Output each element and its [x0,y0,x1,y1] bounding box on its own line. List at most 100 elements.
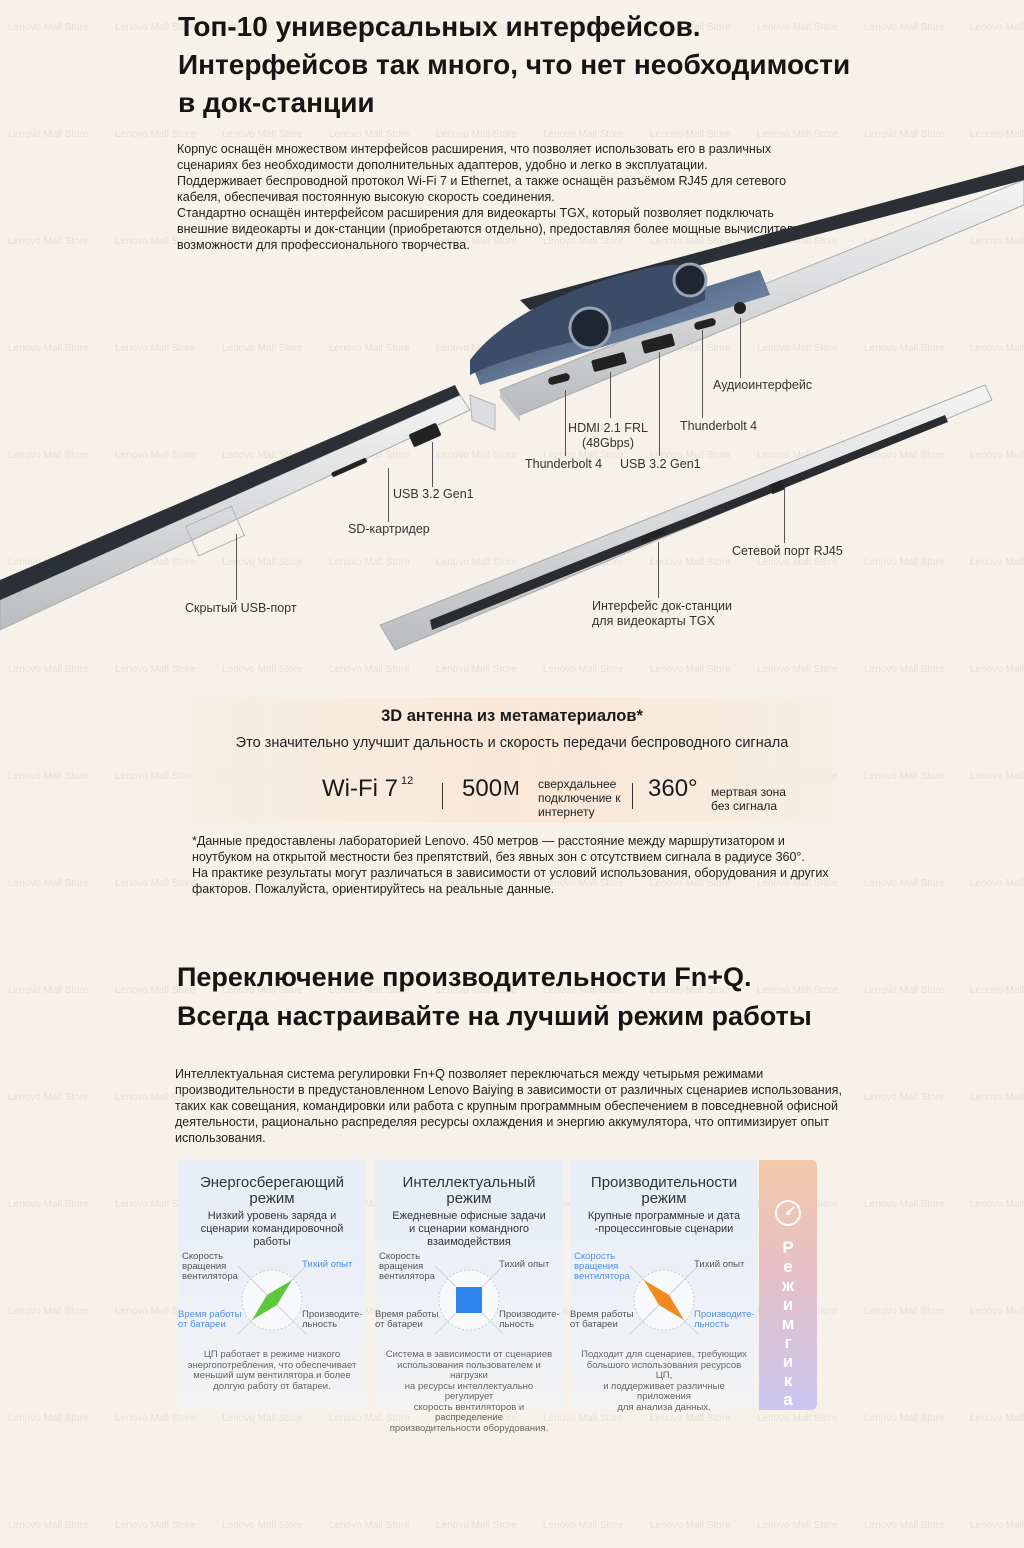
leader-line [236,534,237,600]
watermark-text: Lenovo Mall Store [115,664,196,675]
watermark-text: Lenovo Mall Store [650,1413,731,1424]
watermark-text: Lenovo Mall Store [864,1520,945,1531]
watermark-text: Lenovo Mall Store [757,557,838,568]
watermark-text: Lenovo Mall Store [543,664,624,675]
angle-description: мертвая зона без сигнала [711,785,786,813]
angle-desc-line: мертвая зона [711,785,786,799]
watermark-text: Lenovo Mall Store [222,557,303,568]
paragraph-line: Корпус оснащён множеством интерфейсов ра… [177,142,772,156]
paragraph-line: таких как совещания, командировки или ра… [175,1099,838,1113]
watermark-text: Lenovo Mall Store [543,878,624,889]
watermark-text: Lenovo Mall Store [543,985,624,996]
range-desc-line: подключение к [538,791,621,805]
mode-strip-letter: и [782,1352,794,1371]
watermark-text: Lenovo Mall Store [115,1306,196,1317]
spec-divider [632,783,633,809]
watermark-text: Lenovo Mall Store [970,22,1024,33]
range-spec: 500 M [462,775,520,803]
watermark-text: Lenovo Mall Store [543,1092,624,1103]
watermark-text: Lenovo Mall Store [222,1092,303,1103]
axis-battery-line: от батареи [570,1319,618,1330]
label-hdmi: HDMI 2.1 FRL (48Gbps) [565,421,651,451]
watermark-text: Lenovo Mall Store [757,1092,838,1103]
section1-paragraph: Корпус оснащён множеством интерфейсов ра… [177,141,857,253]
label-tgx-line: для видеокарты TGX [592,614,715,628]
watermark-text: Lenovo Mall Store [222,343,303,354]
angle-spec: 360° [648,775,698,803]
watermark-text: Lenovo Mall Store [115,557,196,568]
watermark-text: Lenovo Mall Store [650,1520,731,1531]
audio-jack [734,302,746,314]
watermark-text: Lenovo Mall Store [329,343,410,354]
antenna-subtitle: Это значительно улучшит дальность и скор… [235,735,789,751]
watermark-text: Lenovo Mall Store [115,343,196,354]
watermark-text: Lenovo Mall Store [8,450,89,461]
mode-strip-letter: ж [781,1276,795,1295]
paragraph-line: использования. [175,1131,266,1145]
axis-fan-line: Скорость [182,1251,224,1262]
axis-battery-line: от батареи [178,1319,226,1330]
mode-shape [644,1280,684,1320]
watermark-text: Lenovo Mall Store [329,1199,410,1210]
paragraph-line: Стандартно оснащён интерфейсом расширени… [177,206,774,220]
axis-performance: Производите-льность [499,1310,560,1330]
watermark-text: Lenovo Mall Store [8,22,89,33]
paragraph-line: деятельности, рационально распределяя ре… [175,1115,829,1129]
label-hidden-usb: Скрытый USB-порт [185,601,297,615]
watermark-text: Lenovo Mall Store [970,1199,1024,1210]
watermark-text: Lenovo Mall Store [8,1092,89,1103]
watermark-text: Lenovo Mall Store [115,1092,196,1103]
watermark-text: Lenovo Mall Store [436,878,517,889]
watermark-text: Lenovo Mall Store [436,1413,517,1424]
label-tgx: Интерфейс док-станции для видеокарты TGX [592,599,732,629]
watermark-text: Lenovo Mall Store [436,1092,517,1103]
watermark-text: Lenovo Mall Store [757,236,838,247]
axis-fan-line: вентилятора [379,1271,435,1282]
watermark-text: Lenovo Mall Store [222,1520,303,1531]
mode-desc-line: работы [253,1236,291,1248]
watermark-text: Lenovo Mall Store [329,1092,410,1103]
watermark-text: Lenovo Mall Store [543,1413,624,1424]
mode-strip-letter: и [782,1295,794,1314]
watermark-text: Lenovo Mall Store [8,1306,89,1317]
leader-line [659,352,660,456]
mode-desc-line: сценарии командировочной [200,1223,344,1235]
hdmi-port [591,352,627,372]
mode-foot-line: энергопотребления, что обеспечивает [187,1359,357,1371]
watermark-text: Lenovo Mall Store [115,985,196,996]
sd-slot [331,458,367,477]
watermark-text: Lenovo Mall Store [970,1306,1024,1317]
mode-foot-line: использования пользователем и нагрузки [397,1359,541,1381]
range-desc-line: интернету [538,805,595,819]
watermark-text: Lenovo Mall Store [970,557,1024,568]
section2-title-line: Переключение производительности Fn+Q. [177,962,752,992]
watermark-text: Lenovo Mall Store [864,22,945,33]
range-description: сверхдальнее подключение к интернету [538,777,621,819]
antenna-footnote: *Данные предоставлены лабораторией Lenov… [192,833,842,897]
mode-title-line: Интеллектуальный [402,1174,536,1191]
watermark-text: Lenovo Mall Store [8,1199,89,1210]
wifi-footnote: 12 [400,775,414,787]
mode-title-line: Производительности [590,1174,738,1191]
watermark-text: Lenovo Mall Store [115,1413,196,1424]
mode-strip-letter: к [783,1371,793,1390]
axis-perf-line: льность [499,1319,535,1330]
watermark-text: Lenovo Mall Store [757,1413,838,1424]
label-rj45: Сетевой порт RJ45 [732,544,843,558]
leader-line [702,330,703,418]
watermark-text: Lenovo Mall Store [864,1413,945,1424]
watermark-text: Lenovo Mall Store [222,236,303,247]
watermark-text: Lenovo Mall Store [222,129,303,140]
watermark-text: Lenovo Mall Store [329,985,410,996]
watermark-text: Lenovo Mall Store [329,1306,410,1317]
antenna-panel: 3D антенна из метаматериалов* Это значит… [192,697,832,823]
